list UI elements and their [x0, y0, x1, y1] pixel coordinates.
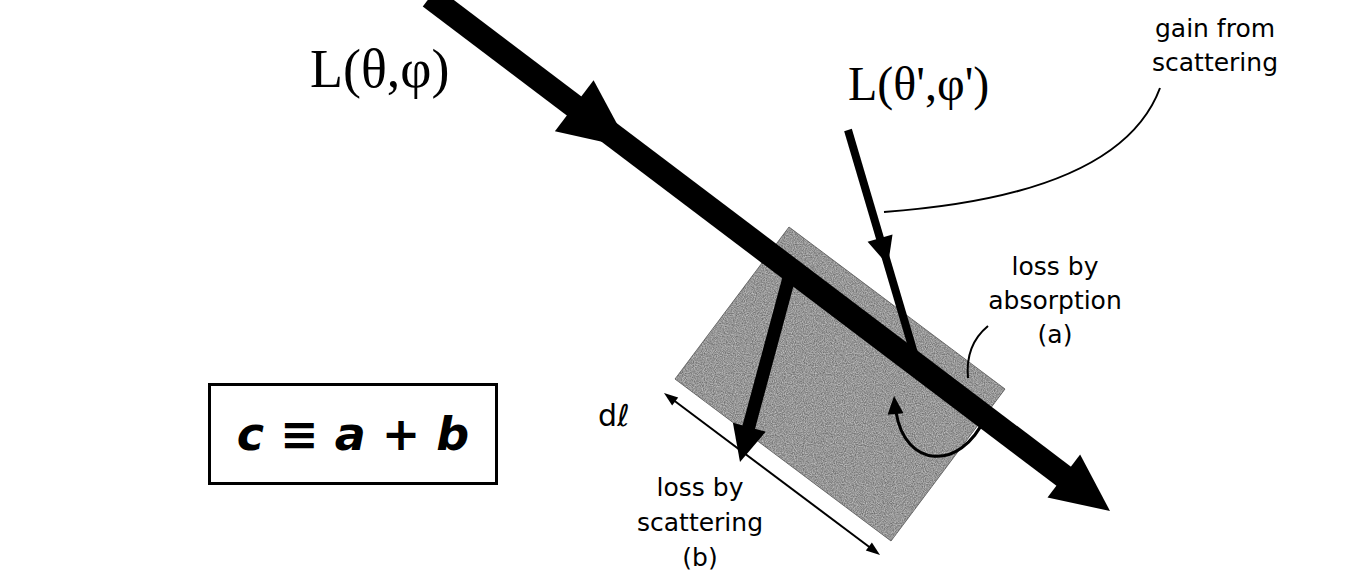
scattered-ray [748, 274, 790, 430]
radiance-symbol: L(θ',φ') [848, 56, 989, 111]
gain-ray [848, 130, 916, 360]
equation-box: c ≡ a + b [208, 383, 498, 485]
dimension-label: dℓ [598, 398, 629, 433]
callout-label: gain from scattering [1115, 12, 1315, 80]
gain-arrowhead [868, 234, 901, 268]
beam-arrowhead [1047, 454, 1126, 532]
callout-label: loss by absorption (a) [980, 250, 1130, 352]
dimension-arrowhead [866, 543, 883, 559]
absorption-curve [896, 412, 985, 456]
scatter-arrowhead [724, 423, 766, 467]
radiance-symbol: L(θ,φ) [310, 38, 449, 100]
dimension-arrowhead [661, 389, 678, 405]
leader-line [968, 326, 988, 378]
beam-arrowhead [555, 80, 649, 173]
absorption-arrowhead [886, 395, 904, 414]
incident-beam [430, 0, 1070, 481]
equation-text: c ≡ a + b [237, 407, 469, 461]
callout-label: loss by scattering (b) [625, 470, 775, 575]
